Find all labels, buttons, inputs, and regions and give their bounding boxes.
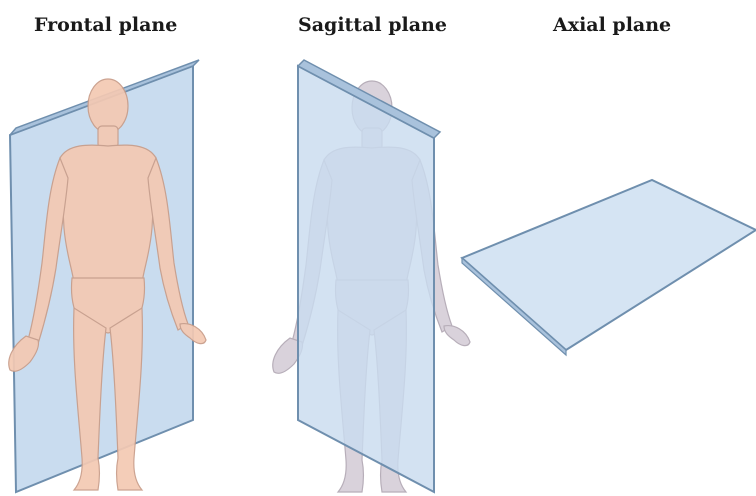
frontal-panel: [9, 60, 206, 492]
axial-panel: [462, 85, 756, 496]
axial-plane-sheet: [462, 180, 756, 350]
sagittal-panel: [273, 60, 470, 492]
sagittal-plane-sheet: [298, 66, 434, 492]
